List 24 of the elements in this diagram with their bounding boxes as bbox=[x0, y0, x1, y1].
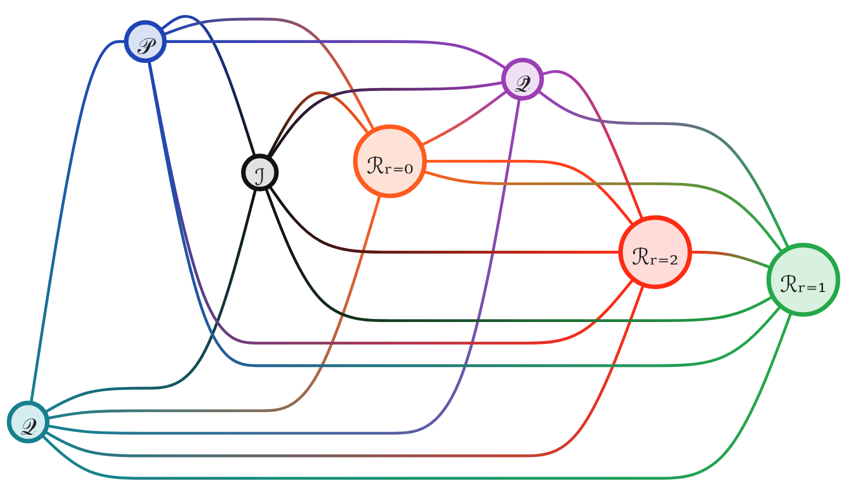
node-circle: 𝒬̃ bbox=[501, 58, 544, 101]
edge-curve bbox=[424, 160, 634, 226]
node-circle: 𝒬 bbox=[6, 400, 50, 444]
edge-curve bbox=[160, 15, 256, 158]
edge-curve bbox=[420, 90, 508, 147]
edge-curve bbox=[41, 312, 793, 480]
node-circle: ℐ bbox=[241, 154, 279, 192]
edge-curve bbox=[264, 188, 774, 322]
edge-curve bbox=[540, 70, 644, 220]
node-circle: ℛᵣ₌₀ bbox=[353, 124, 427, 198]
edge-curve bbox=[537, 90, 790, 250]
edge-curve bbox=[44, 188, 258, 414]
edge-curve bbox=[422, 170, 784, 254]
node-circle: ℛᵣ₌₁ bbox=[766, 242, 840, 317]
edge-curve bbox=[268, 81, 504, 160]
edge-curve bbox=[147, 60, 782, 368]
edge-curve bbox=[162, 18, 376, 132]
edge-curve bbox=[266, 91, 370, 159]
edge-curve bbox=[148, 60, 634, 345]
node-circle: 𝒫 bbox=[124, 20, 167, 63]
edge-curve bbox=[46, 194, 382, 420]
node-circle: ℛᵣ₌₂ bbox=[618, 215, 692, 290]
edge-curve bbox=[46, 98, 521, 435]
edge-curve bbox=[44, 284, 645, 458]
